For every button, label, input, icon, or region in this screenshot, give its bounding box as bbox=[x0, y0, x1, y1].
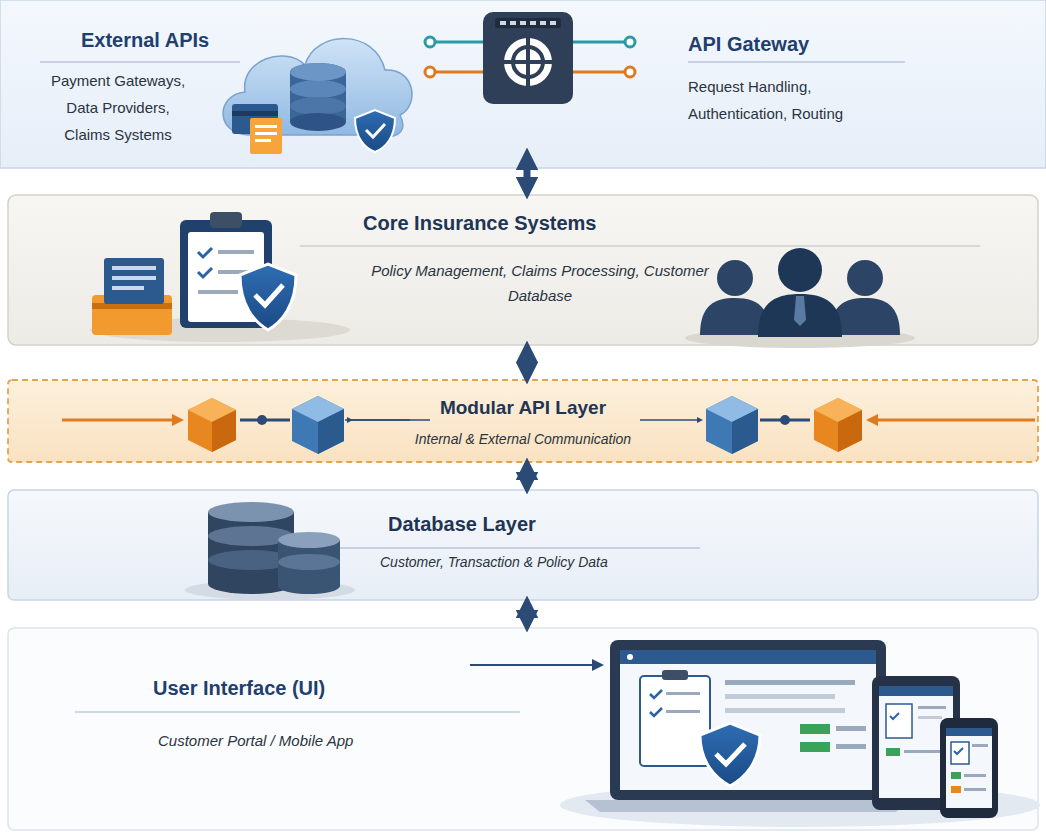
database-band: Database LayerCustomer, Transaction & Po… bbox=[8, 490, 1038, 600]
double-arrow bbox=[524, 609, 531, 619]
band-description: Internal & External Communication bbox=[8, 430, 1038, 448]
modular-api-band: Modular API LayerInternal & External Com… bbox=[8, 380, 1038, 462]
heading-rule bbox=[75, 711, 520, 712]
band-heading: External APIs bbox=[81, 28, 241, 53]
band-description: Payment Gateways, Data Providers, Claims… bbox=[43, 67, 193, 148]
core-band bbox=[8, 195, 1038, 345]
user-interface-band: User Interface (UI) Customer Portal / Mob… bbox=[8, 628, 1038, 830]
api-gateway-block: API GatewayRequest Handling, Authenticat… bbox=[470, 12, 1030, 152]
people-icon bbox=[685, 248, 915, 348]
band-description: Customer Portal / Mobile App bbox=[158, 731, 458, 750]
heading-rule bbox=[40, 61, 240, 62]
api-band bbox=[8, 380, 1038, 462]
database-icon bbox=[185, 502, 355, 600]
band-heading: Core Insurance Systems bbox=[363, 211, 683, 236]
band-heading: API Gateway bbox=[688, 32, 928, 57]
band-description: Request Handling, Authentication, Routin… bbox=[688, 73, 888, 127]
policy-icon bbox=[90, 212, 350, 342]
band-heading: Modular API Layer bbox=[8, 396, 1038, 420]
cloud-icon bbox=[223, 39, 412, 154]
database-band bbox=[8, 490, 1038, 600]
external-apis-block: External APIsPayment Gateways, Data Prov… bbox=[35, 22, 240, 154]
top-band bbox=[0, 0, 1046, 168]
double-arrow bbox=[524, 354, 531, 371]
band-heading: User Interface (UI) bbox=[153, 676, 453, 701]
core-systems-band: Core Insurance SystemsPolicy Management,… bbox=[8, 195, 1038, 345]
ui-band bbox=[8, 628, 1038, 830]
gateway-icon bbox=[425, 12, 635, 104]
band-heading: Database Layer bbox=[388, 512, 648, 537]
heading-rule bbox=[300, 245, 980, 246]
heading-rule bbox=[688, 61, 905, 62]
band-description: Customer, Transaction & Policy Data bbox=[380, 553, 700, 571]
double-arrow bbox=[524, 471, 531, 481]
double-arrow bbox=[524, 161, 531, 186]
heading-rule bbox=[330, 547, 700, 548]
devices-icon bbox=[470, 640, 1040, 827]
band-description: Policy Management, Claims Processing, Cu… bbox=[370, 258, 710, 308]
